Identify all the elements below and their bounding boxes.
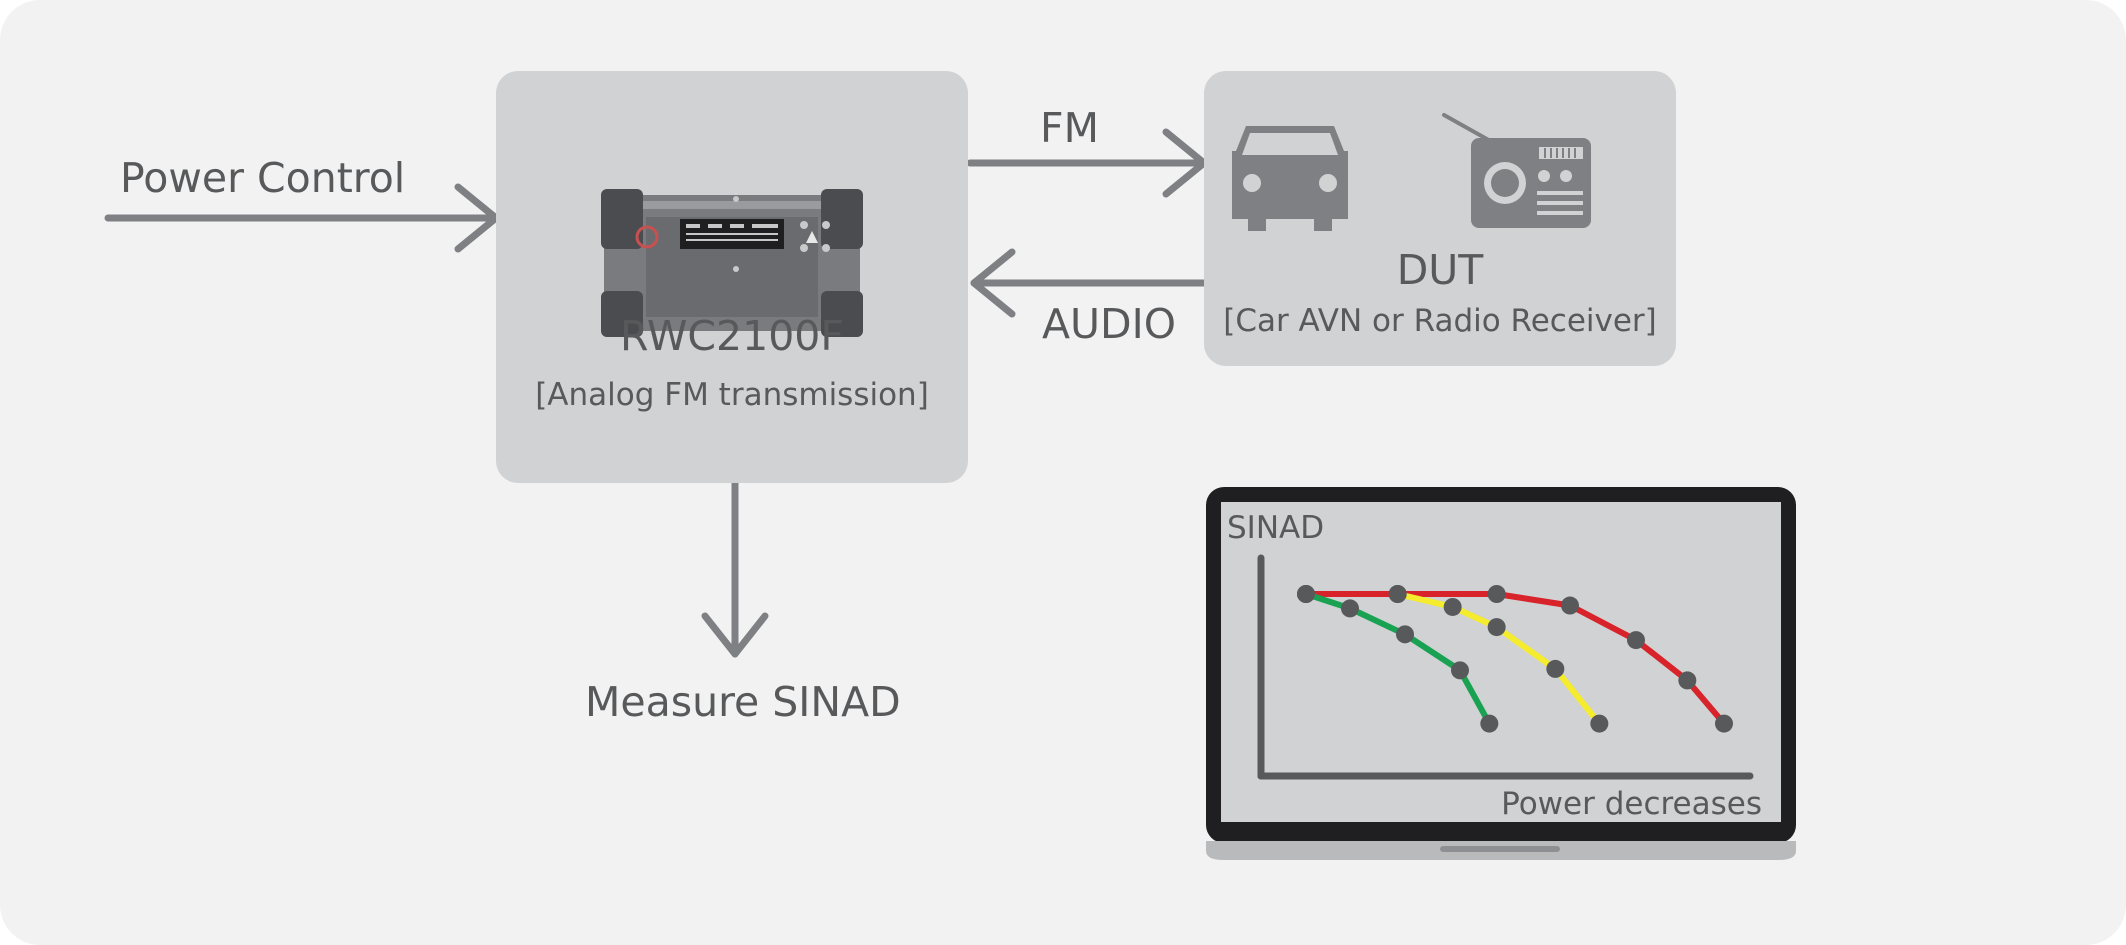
data-point-2-3 <box>1451 661 1469 680</box>
data-point-0-5 <box>1678 671 1697 690</box>
instrument-caption: [Analog FM transmission] <box>535 377 929 413</box>
data-point-1-3 <box>1546 659 1565 678</box>
data-point-0-6 <box>1715 714 1733 733</box>
data-point-0-3 <box>1561 596 1579 615</box>
power-control-label: Power Control <box>120 154 406 202</box>
data-point-2-2 <box>1396 625 1414 644</box>
chart-y-label: SINAD <box>1227 510 1324 546</box>
dut-box: DUT [Car AVN or Radio Receiver] <box>1204 71 1676 366</box>
dut-name: DUT <box>1396 246 1484 294</box>
data-point-2-0 <box>1297 585 1315 603</box>
audio-arrowhead <box>970 248 1016 318</box>
data-point-0-2 <box>1487 585 1506 603</box>
radio-icon <box>1442 113 1591 228</box>
dut-icons <box>1232 113 1591 231</box>
data-point-1-2 <box>1487 618 1506 637</box>
chart-axes <box>1257 554 1754 780</box>
measure-sinad-label: Measure SINAD <box>585 678 901 726</box>
instrument-box: RWC2100F [Analog FM transmission] <box>496 71 968 483</box>
audio-label: AUDIO <box>1042 300 1176 348</box>
car-icon <box>1232 126 1348 231</box>
data-point-2-1 <box>1341 599 1359 618</box>
instrument-name: RWC2100F <box>620 312 844 360</box>
data-point-2-4 <box>1480 714 1499 733</box>
data-point-0-4 <box>1627 631 1645 650</box>
fm-label: FM <box>1040 104 1099 152</box>
chart-x-label: Power decreases <box>1501 786 1762 822</box>
data-point-1-1 <box>1443 597 1462 616</box>
laptop-notch <box>1440 846 1560 852</box>
laptop-screen <box>1221 502 1781 822</box>
measure-arrowhead <box>701 612 769 658</box>
data-point-1-0 <box>1388 585 1407 603</box>
instrument-device-icon <box>601 189 863 337</box>
dut-caption: [Car AVN or Radio Receiver] <box>1223 303 1657 339</box>
chart-plot <box>1297 585 1733 733</box>
data-point-1-4 <box>1590 714 1609 733</box>
